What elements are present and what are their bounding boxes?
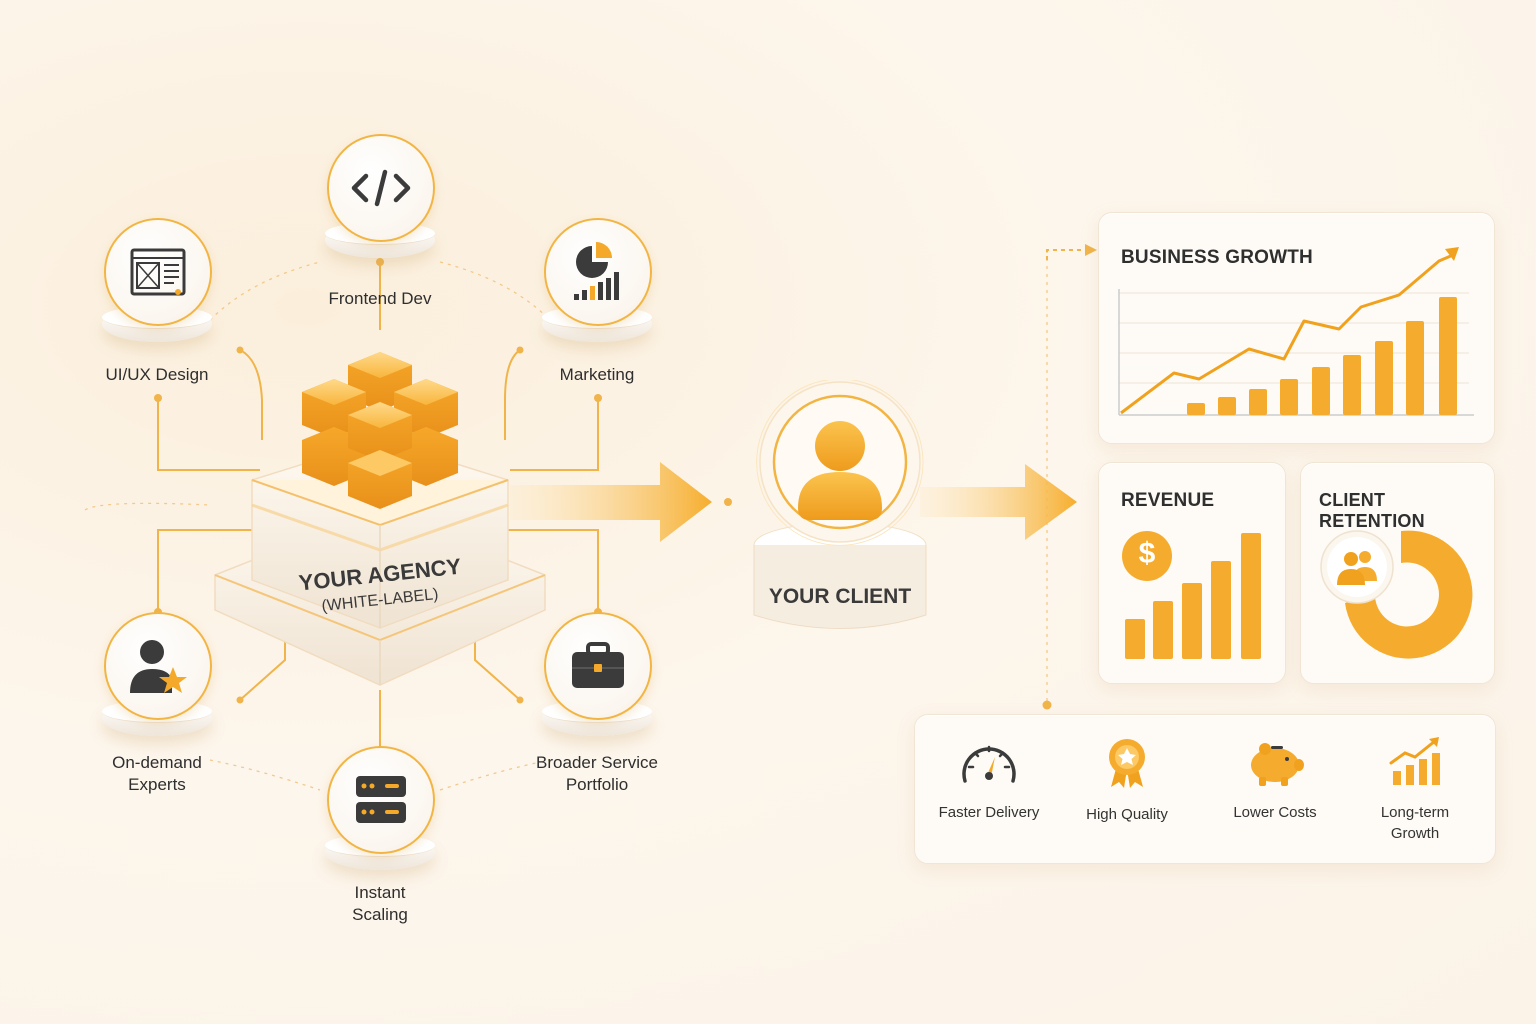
benefit-high-quality: High Quality: [1057, 737, 1197, 825]
client-block: YOUR CLIENT: [740, 378, 940, 640]
benefit-label: Lower Costs: [1233, 804, 1317, 821]
chart-pie-bars-icon: [574, 242, 619, 300]
benefit-label-text: Long-term Growth: [1380, 804, 1450, 842]
node-circle: [327, 746, 435, 854]
agency-block: YOUR AGENCY (WHITE-LABEL): [210, 340, 550, 700]
card-title: CLIENT RETENTION: [1319, 490, 1425, 531]
service-node-scaling: Instant Scaling: [315, 746, 465, 946]
service-label: Marketing: [559, 365, 635, 384]
node-circle: [544, 218, 652, 326]
dollar-icon: $: [1138, 537, 1156, 570]
arrow-client-to-results: [920, 464, 1077, 540]
code-icon: [351, 169, 411, 207]
service-label-text: Instant Scaling: [352, 883, 408, 924]
piggy-bank-icon: [1251, 743, 1304, 786]
service-label: Instant Scaling: [275, 882, 485, 926]
arrow-agency-to-client: [510, 462, 712, 542]
service-node-marketing: Marketing: [532, 218, 682, 418]
benefit-faster-delivery: Faster Delivery: [919, 737, 1059, 823]
service-label-text: On-demand Experts: [112, 753, 202, 794]
agency-stack-graphic: [214, 352, 546, 686]
node-circle: [327, 134, 435, 242]
benefit-lower-costs: Lower Costs: [1205, 737, 1345, 823]
briefcase-icon: [572, 642, 624, 688]
service-node-experts: On-demand Experts: [92, 612, 242, 812]
client-title: YOUR CLIENT: [768, 585, 912, 608]
benefit-label: Long-term Growth: [1345, 802, 1485, 844]
service-label: UI/UX Design: [105, 365, 209, 384]
service-node-portfolio: Broader Service Portfolio: [532, 612, 682, 812]
node-circle: [104, 612, 212, 720]
service-label-text: Broader Service Portfolio: [536, 753, 658, 794]
service-label: Frontend Dev: [328, 289, 432, 308]
speedometer-icon: [962, 745, 1016, 783]
award-ribbon-icon: [1109, 739, 1145, 788]
growth-chart-graphic: [1118, 247, 1474, 416]
benefits-card: Faster Delivery High Quality Lower Costs: [914, 714, 1496, 864]
node-circle: [544, 612, 652, 720]
card-title: BUSINESS GROWTH: [1121, 247, 1313, 268]
client-graphic: [753, 378, 927, 629]
service-node-frontend: Frontend Dev: [315, 134, 465, 334]
service-label: On-demand Experts: [52, 752, 262, 796]
business-growth-card: BUSINESS GROWTH: [1098, 212, 1495, 444]
wireframe-icon: [130, 248, 186, 296]
revenue-card: REVENUE $: [1098, 462, 1286, 684]
node-circle: [104, 218, 212, 326]
service-label: Broader Service Portfolio: [492, 752, 702, 796]
retention-donut-graphic: [1320, 530, 1473, 659]
server-icon: [356, 776, 406, 823]
revenue-chart-graphic: [1122, 531, 1261, 659]
benefit-long-term-growth: Long-term Growth: [1345, 737, 1485, 844]
benefit-label: Faster Delivery: [938, 804, 1040, 821]
card-title: REVENUE: [1121, 490, 1215, 511]
user-star-icon: [130, 640, 187, 693]
users-icon: [1337, 551, 1377, 585]
growth-chart-icon: [1389, 737, 1440, 785]
service-node-uiux: UI/UX Design: [92, 218, 242, 418]
client-retention-card: CLIENT RETENTION: [1300, 462, 1495, 684]
benefit-label: High Quality: [1086, 806, 1168, 823]
